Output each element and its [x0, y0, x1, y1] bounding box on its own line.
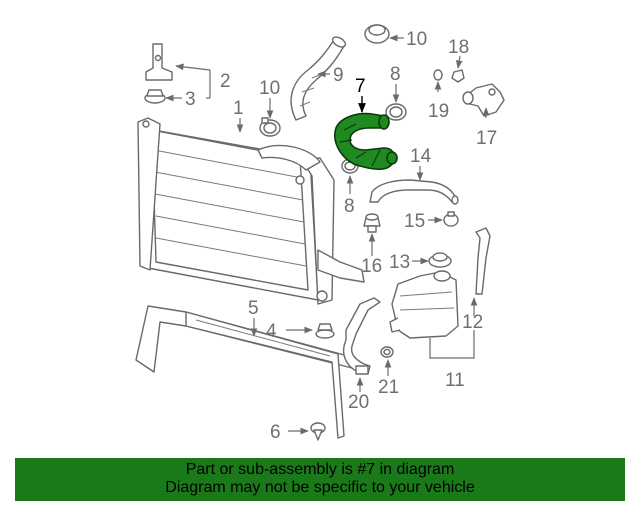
push-pin-6	[310, 422, 326, 441]
callout-20: 20	[348, 392, 369, 413]
sensor-18	[451, 69, 465, 83]
mount-grommet	[144, 89, 166, 104]
o-ring-19	[433, 69, 443, 81]
parts-diagram: 1 2 3 4 5 6 7 8 8 9 10 10 11 12 13 14 15…	[135, 24, 505, 443]
callout-5: 5	[248, 298, 259, 319]
callout-9: 9	[333, 65, 344, 86]
callout-7-highlighted: 7	[355, 76, 366, 97]
callout-19: 19	[428, 101, 449, 122]
callout-21: 21	[378, 377, 399, 398]
thermostat-housing-17	[462, 83, 505, 117]
overflow-hose-14	[369, 179, 459, 205]
callout-11: 11	[445, 370, 465, 391]
upper-hose-9	[290, 36, 347, 121]
callout-16: 16	[361, 256, 382, 277]
banner-line-part-number: Part or sub-assembly is #7 in diagram	[185, 461, 455, 478]
callout-3: 3	[185, 89, 196, 110]
hose-clamp-10	[259, 117, 281, 137]
callout-6: 6	[270, 422, 281, 443]
hose-12	[475, 227, 491, 295]
reservoir-cap-13	[428, 252, 452, 268]
callout-13: 13	[389, 252, 410, 273]
callout-2: 2	[220, 71, 231, 92]
radiator-support	[135, 305, 353, 439]
hose-clamp-8-upper	[385, 103, 407, 121]
callout-4: 4	[266, 321, 277, 342]
clamp-21	[380, 346, 394, 358]
fitting-16	[363, 213, 381, 233]
callout-10-left: 10	[259, 78, 280, 99]
radiator	[137, 117, 365, 305]
callout-8-lower: 8	[344, 196, 355, 217]
lower-hose-7-highlighted	[333, 112, 398, 170]
callout-10-top: 10	[406, 29, 427, 50]
banner-line-disclaimer: Diagram may not be specific to your vehi…	[165, 479, 475, 496]
leader-lines	[165, 34, 490, 435]
mount-bracket	[145, 43, 173, 81]
callout-18: 18	[448, 37, 469, 58]
callout-17: 17	[476, 128, 497, 149]
radiator-cap-10	[364, 24, 390, 44]
callout-8-upper: 8	[390, 64, 401, 85]
callout-1: 1	[233, 98, 244, 119]
coolant-reservoir-11	[389, 270, 459, 339]
fastener-4	[315, 323, 335, 339]
callout-15: 15	[404, 211, 425, 232]
coolant-pipe-20	[342, 297, 381, 375]
fitment-notice-banner: Part or sub-assembly is #7 in diagram Di…	[15, 458, 625, 501]
clamp-15	[443, 211, 459, 227]
callout-12: 12	[462, 312, 483, 333]
callout-14: 14	[410, 146, 432, 167]
callout-labels: 1 2 3 4 5 6 7 8 8 9 10 10 11 12 13 14 15…	[185, 29, 497, 443]
